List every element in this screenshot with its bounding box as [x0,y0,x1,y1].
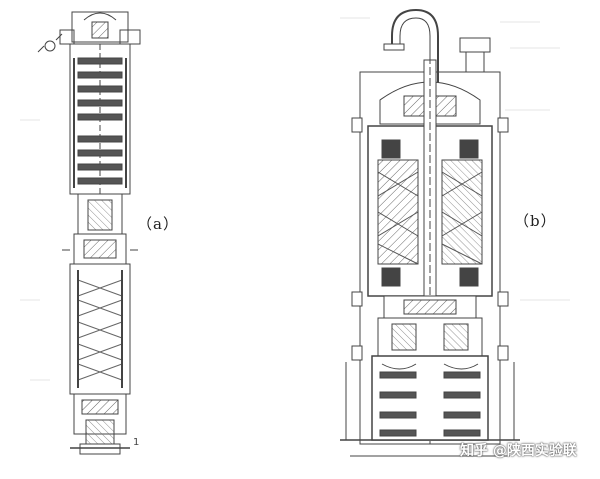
rotor-coil-pattern [377,171,483,265]
small-mark: 1 [133,437,140,448]
label-a: （a） [137,215,179,233]
flange-bolts [351,117,509,361]
impeller-stages-b [379,363,481,437]
background-ghost-text [20,17,570,381]
pump-a-drawing [37,11,141,455]
motor-a-windings [77,270,123,388]
watermark: 知乎 @陕西实验联 [460,443,577,459]
upper-stages [73,57,127,188]
pump-b-drawing [340,8,520,457]
label-b: （b） [514,212,557,230]
